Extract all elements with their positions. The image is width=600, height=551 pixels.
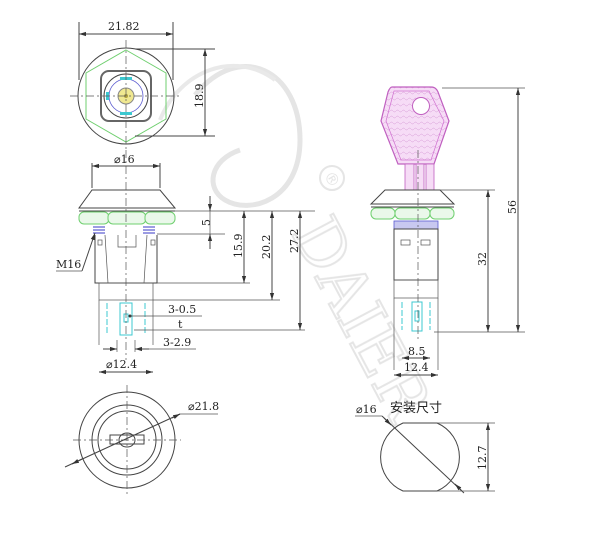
key-total-height-dim: 56	[506, 200, 519, 214]
front-outer-dia-dim: ⌀21.8	[188, 400, 219, 413]
dim-15-9: 15.9	[232, 234, 245, 259]
front-view: ⌀21.8	[64, 385, 219, 496]
top-height-dim: 18.9	[193, 84, 206, 109]
dim-20-2: 20.2	[260, 235, 273, 260]
thread-label: M16	[56, 258, 81, 271]
terminal-t-label: t	[178, 318, 183, 331]
registered-mark	[319, 165, 345, 191]
key-body-width-dim: 12.4	[404, 361, 429, 374]
cutout-dia-dim: ⌀16	[356, 403, 377, 416]
dim-27-2: 27.2	[288, 229, 301, 254]
body-dia-dim: ⌀12.4	[106, 358, 137, 371]
watermark-text: DAIER	[276, 205, 444, 434]
mounting-heading: 安装尺寸	[390, 401, 442, 416]
terminal-thickness-dim: 3-0.5	[168, 303, 196, 316]
key-body-height-dim: 32	[476, 252, 489, 266]
top-view: 21.82 18.9	[70, 20, 215, 150]
key-view: 56 32 8.5 12.4	[369, 86, 525, 378]
bezel-dia-dim: ⌀16	[114, 153, 135, 166]
terminal-span-dim: 8.5	[408, 345, 426, 358]
top-width-dim: 21.82	[108, 20, 140, 33]
dim-5: 5	[200, 219, 213, 226]
terminal-width-dim: 3-2.9	[163, 336, 191, 349]
mounting-cutout: 安装尺寸 ⌀16 12.7	[355, 401, 495, 494]
cutout-flat-dim: 12.7	[476, 446, 489, 471]
side-view: ⌀16 M16	[56, 150, 315, 375]
